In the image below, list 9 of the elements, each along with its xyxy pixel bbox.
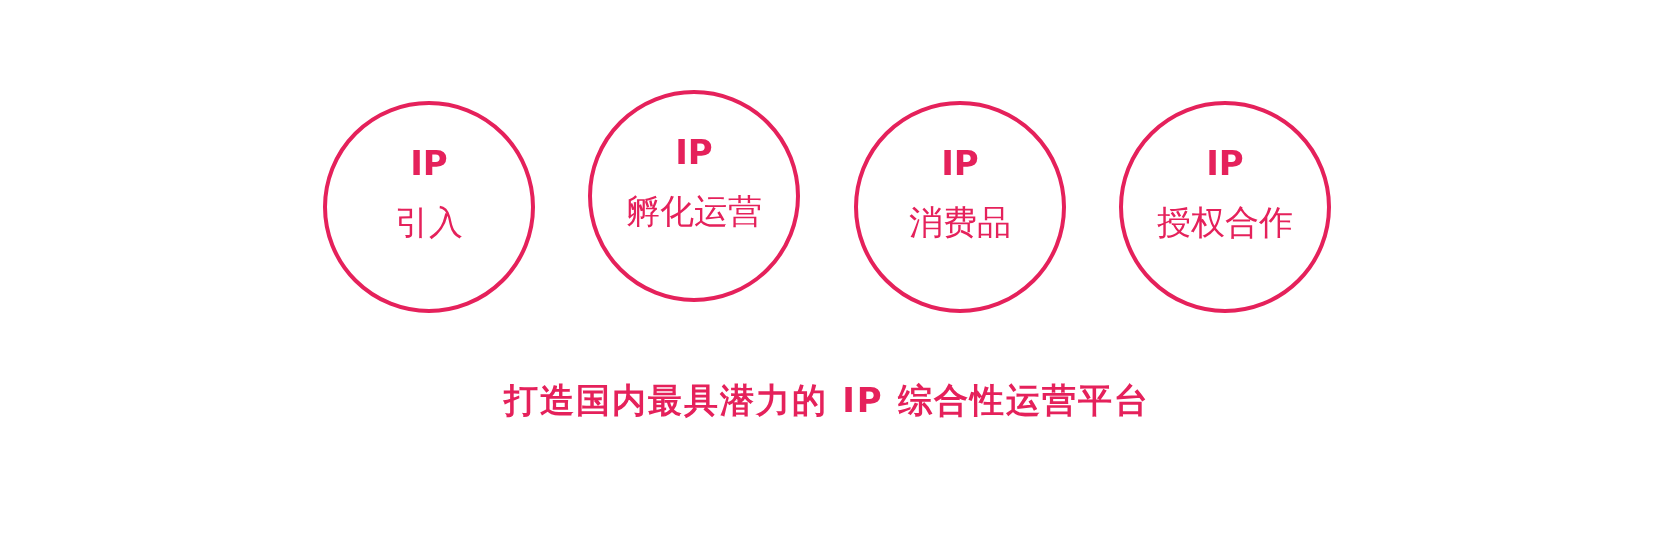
node-label: 授权合作 [1157,203,1293,241]
node-label: 消费品 [909,203,1011,241]
node-label: 孵化运营 [626,192,762,230]
node-heading: IP [410,145,448,181]
node-heading: IP [1206,145,1244,181]
node-label: 引入 [395,203,463,241]
node-heading: IP [941,145,979,181]
node-heading: IP [675,134,713,170]
caption: 打造国内最具潜力的 IP 综合性运营平台 [504,380,1150,420]
